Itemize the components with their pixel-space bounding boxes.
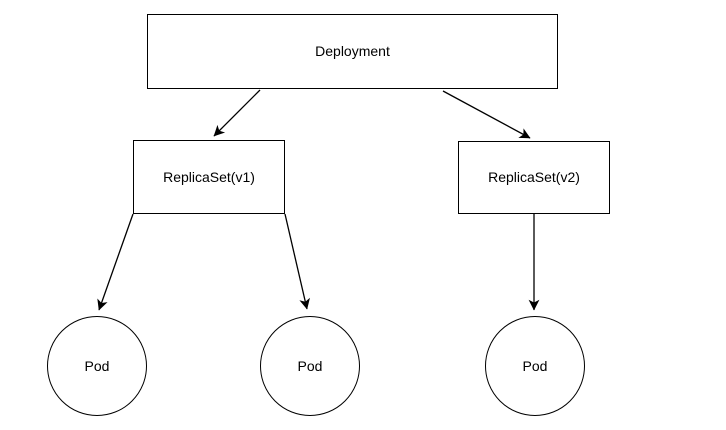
node-pod-3: Pod <box>485 316 585 416</box>
node-replicaset-v2: ReplicaSet(v2) <box>458 141 610 214</box>
node-deployment-label: Deployment <box>315 43 390 60</box>
node-replicaset-v2-label: ReplicaSet(v2) <box>488 169 580 186</box>
node-pod-1-label: Pod <box>84 357 110 374</box>
edge-deployment-to-replicaset-v1 <box>213 89 261 137</box>
edge-replicaset-v1-to-pod-2 <box>284 213 310 310</box>
node-replicaset-v1: ReplicaSet(v1) <box>133 140 285 214</box>
edge-deployment-to-replicaset-v2 <box>442 90 531 139</box>
node-deployment: Deployment <box>147 14 558 89</box>
node-pod-3-label: Pod <box>522 357 548 374</box>
edge-replicaset-v1-to-pod-1 <box>97 213 134 311</box>
node-pod-2-label: Pod <box>297 357 323 374</box>
node-pod-2: Pod <box>260 316 360 416</box>
node-pod-1: Pod <box>47 316 147 416</box>
node-replicaset-v1-label: ReplicaSet(v1) <box>163 168 255 185</box>
